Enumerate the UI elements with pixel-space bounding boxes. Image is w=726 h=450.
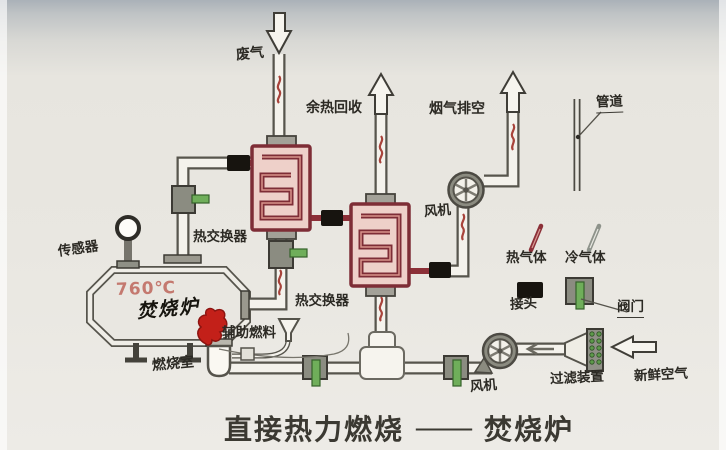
- label-temperature: 760℃: [115, 277, 177, 301]
- label-filter-device: 过滤装置: [549, 368, 605, 388]
- hot-gas-legend-icon: [528, 223, 544, 253]
- tank-legs: [125, 343, 201, 363]
- label-heat-recovery: 余热回收: [306, 100, 362, 116]
- title-dash: ——: [416, 412, 473, 443]
- label-flue-exhaust: 烟气排空: [429, 101, 485, 117]
- temperature-gauge-icon: [115, 215, 141, 269]
- flow-squiggles: [276, 75, 516, 322]
- fresh-air-left-arrow-icon: [609, 334, 657, 360]
- filter-device-icon: [564, 328, 604, 372]
- label-waste-gas: 废气: [235, 44, 265, 64]
- label-fresh-air: 新鲜空气: [633, 365, 689, 385]
- flame-icon: [197, 307, 228, 346]
- valve-bottom-pipe-left: [302, 355, 328, 387]
- joint-connectors: [227, 155, 451, 278]
- valve-legend-icon: [565, 277, 628, 313]
- label-valve: 阀门: [617, 300, 644, 318]
- label-fan-lower: 风机: [469, 376, 498, 396]
- label-combustion-chamber: 燃烧室: [151, 354, 195, 374]
- label-heat-exchanger-2: 热交换器: [295, 293, 349, 309]
- flue-exhaust-up-arrow-icon: [499, 69, 527, 113]
- label-fan-upper: 风机: [423, 201, 452, 221]
- joint-legend-icon: [517, 282, 543, 298]
- pipe-legend-icon: [573, 99, 602, 191]
- heat-exchanger-2: [349, 193, 411, 297]
- right-edge: [719, 0, 726, 450]
- cold-gas-legend-icon: [586, 223, 602, 253]
- tee-junction: [359, 331, 405, 380]
- valve-below-exchanger-1: [268, 240, 308, 269]
- label-joint: 接头: [509, 295, 538, 313]
- left-edge: [0, 0, 7, 450]
- label-hot-gas: 热气体: [506, 250, 547, 266]
- diagram-title: 直接热力燃烧 —— 焚烧炉: [224, 408, 574, 448]
- heat-recovery-up-arrow-icon: [367, 71, 395, 115]
- combustion-chamber-icon: [206, 344, 232, 378]
- title-left: 直接热力燃烧: [224, 415, 405, 446]
- label-incinerator: 焚烧炉: [136, 295, 201, 323]
- fan-lower-icon: [473, 332, 519, 374]
- aux-fuel-funnel-icon: [218, 318, 350, 361]
- label-pipe-legend: 管道: [596, 94, 624, 113]
- label-heat-exchanger-1: 热交换器: [193, 229, 247, 245]
- valve-top-left: [171, 185, 210, 214]
- label-cold-gas: 冷气体: [565, 250, 606, 266]
- title-right: 焚烧炉: [484, 415, 575, 446]
- fan-upper-icon: [447, 171, 485, 209]
- flow-direction-arrow-icon: [525, 342, 554, 356]
- heat-exchanger-1: [250, 135, 312, 240]
- label-aux-fuel: 辅助燃料: [222, 325, 276, 341]
- valve-bottom-pipe-right: [443, 355, 469, 387]
- waste-gas-down-arrow-icon: [265, 12, 293, 56]
